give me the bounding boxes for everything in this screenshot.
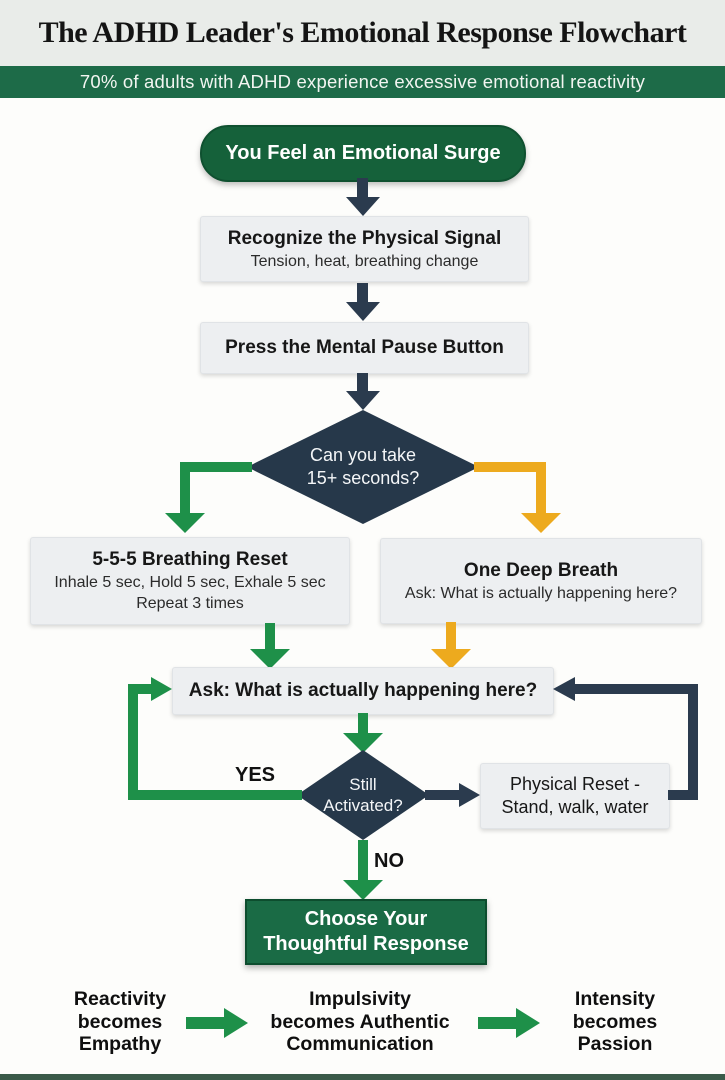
- node-deep-breath-subtitle: Ask: What is actually happening here?: [404, 584, 678, 602]
- node-breathing-line2: Repeat 3 times: [136, 595, 244, 612]
- decision1-right-branch-head: [521, 513, 561, 533]
- node-physical-line1: Physical Reset -: [509, 774, 641, 794]
- node-physical-reset: Physical Reset - Stand, walk, water: [480, 763, 670, 829]
- node-recognize-signal: Recognize the Physical Signal Tension, h…: [200, 216, 529, 282]
- node-deep-breath-title: One Deep Breath: [463, 559, 619, 581]
- yes-loop-vline: [128, 684, 138, 800]
- footer-item-impulsivity: Impulsivity becomes Authentic Communicat…: [255, 988, 465, 1056]
- header: The ADHD Leader's Emotional Response Flo…: [0, 0, 725, 66]
- physical-loop-bottom-hline: [668, 790, 698, 800]
- yes-loop-bottom-hline: [128, 790, 302, 800]
- arrow-deepbreath-to-ask-line: [446, 622, 456, 650]
- footer-arrow-1-line: [186, 1017, 224, 1029]
- footer-arrow-2-head: [516, 1008, 540, 1038]
- decision1-line2: 15+ seconds?: [306, 468, 420, 488]
- footer-item-3-line1: Intensity: [574, 988, 656, 1010]
- footer-item-3-line3: Passion: [577, 1033, 653, 1055]
- node-breathing-title: 5-5-5 Breathing Reset: [92, 549, 288, 570]
- footer-item-1-line3: Empathy: [78, 1033, 162, 1055]
- arrow-start-to-recognize-head: [346, 197, 380, 216]
- arrow-breathing-to-ask-line: [265, 623, 275, 650]
- decision1-line1: Can you take: [309, 445, 417, 465]
- arrow-recognize-to-pause-line: [357, 283, 368, 303]
- arrow-no-to-choose-line: [358, 840, 368, 881]
- footer-item-reactivity: Reactivity becomes Empathy: [40, 988, 200, 1056]
- arrow-recognize-to-pause-head: [346, 302, 380, 321]
- node-emotional-surge-label: You Feel an Emotional Surge: [225, 142, 501, 164]
- physical-loop-head: [553, 677, 575, 701]
- no-label: NO: [374, 850, 404, 872]
- arrow-ask-to-decision2-line: [358, 713, 368, 734]
- stat-banner: 70% of adults with ADHD experience exces…: [0, 66, 725, 98]
- page-title: The ADHD Leader's Emotional Response Flo…: [38, 16, 687, 49]
- arrow-pause-to-decision1-line: [357, 373, 368, 392]
- node-breathing-line1: Inhale 5 sec, Hold 5 sec, Exhale 5 sec: [54, 574, 326, 591]
- footer-arrow-2-line: [478, 1017, 516, 1029]
- decision1-right-branch-hline: [474, 462, 546, 472]
- node-choose-response: Choose Your Thoughtful Response: [245, 899, 487, 965]
- footer-item-1-line2: becomes: [77, 1010, 163, 1033]
- decision-still-activated: Still Activated?: [297, 750, 429, 840]
- node-ask-question: Ask: What is actually happening here?: [172, 667, 554, 715]
- node-mental-pause-title: Press the Mental Pause Button: [225, 337, 504, 358]
- yes-loop-head: [151, 677, 172, 701]
- arrow-pause-to-decision1-head: [346, 391, 380, 410]
- decision2-line1: Still: [349, 775, 377, 794]
- node-mental-pause: Press the Mental Pause Button: [200, 322, 529, 374]
- yes-loop-top-hline: [128, 684, 152, 694]
- node-recognize-subtitle: Tension, heat, breathing change: [250, 252, 479, 270]
- footer-item-3-line2: becomes: [572, 1010, 658, 1033]
- arrow-breathing-to-ask-head: [250, 649, 290, 669]
- physical-loop-vline: [688, 684, 698, 800]
- node-choose-line1: Choose Your: [304, 908, 428, 930]
- node-choose-line2: Thoughtful Response: [263, 933, 469, 955]
- node-breathing-reset: 5-5-5 Breathing Reset Inhale 5 sec, Hold…: [30, 537, 350, 625]
- yes-label: YES: [234, 764, 276, 786]
- decision1-right-branch-vline: [536, 462, 546, 514]
- decision2-line2: Activated?: [323, 796, 403, 815]
- node-physical-line2: Stand, walk, water: [501, 797, 649, 817]
- arrow-deepbreath-to-ask-head: [431, 649, 471, 669]
- physical-loop-top-hline: [575, 684, 698, 694]
- footer-arrow-1-head: [224, 1008, 248, 1038]
- arrow-decision2-to-physical-head: [459, 783, 480, 807]
- node-one-deep-breath: One Deep Breath Ask: What is actually ha…: [380, 538, 702, 624]
- footer-item-intensity: Intensity becomes Passion: [545, 988, 685, 1056]
- arrow-decision2-to-physical-line: [425, 790, 460, 800]
- node-emotional-surge: You Feel an Emotional Surge: [200, 125, 526, 182]
- footer-item-1-line1: Reactivity: [73, 988, 167, 1010]
- decision1-left-branch-head: [165, 513, 205, 533]
- bottom-edge-strip: [0, 1074, 725, 1080]
- footer-item-2-line1: Impulsivity: [309, 988, 411, 1010]
- node-ask-title: Ask: What is actually happening here?: [188, 680, 538, 701]
- arrow-ask-to-decision2-head: [343, 733, 383, 753]
- footer-item-2-line3: Communication: [286, 1033, 434, 1055]
- arrow-no-to-choose-head: [343, 880, 383, 900]
- stat-banner-text: 70% of adults with ADHD experience exces…: [79, 71, 646, 92]
- decision-can-you-take-15s: Can you take 15+ seconds?: [247, 410, 479, 524]
- decision1-left-branch-vline: [180, 462, 190, 514]
- arrow-start-to-recognize-line: [357, 178, 368, 198]
- footer-item-2-line2: becomes Authentic: [270, 1010, 450, 1033]
- decision1-left-branch-hline: [180, 462, 252, 472]
- node-recognize-title: Recognize the Physical Signal: [227, 227, 502, 249]
